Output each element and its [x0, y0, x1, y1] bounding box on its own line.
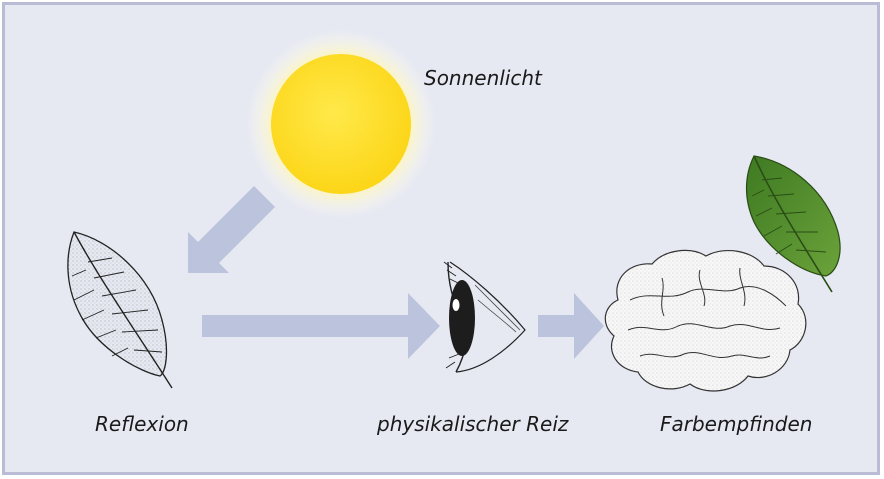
- color-perception-label: Farbempfinden: [660, 412, 812, 436]
- arrow-sun-to-leaf: [188, 186, 275, 273]
- sunlight-label: Sonnenlicht: [424, 66, 542, 90]
- brain-icon: [605, 250, 806, 391]
- reflection-label: Reflexion: [95, 412, 189, 436]
- sun-icon: [245, 28, 437, 220]
- arrow-eye-to-brain: [538, 293, 604, 359]
- physical-stimulus-label: physikalischer Reiz: [377, 412, 568, 436]
- leaf-sketch-icon: [68, 232, 172, 388]
- eye-icon: [444, 262, 525, 372]
- arrow-leaf-to-eye: [202, 293, 440, 359]
